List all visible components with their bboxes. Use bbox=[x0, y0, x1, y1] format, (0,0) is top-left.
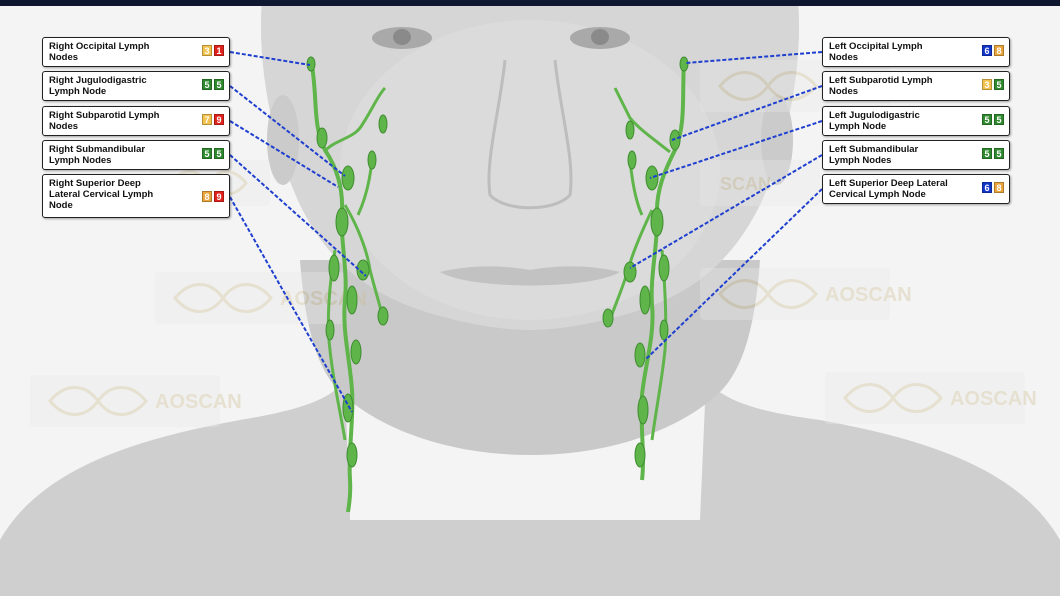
label-text: Left Superior Deep Lateral Cervical Lymp… bbox=[829, 178, 948, 200]
top-bar bbox=[0, 0, 1060, 6]
score-badges: 5 5 bbox=[202, 148, 224, 159]
label-text: Left Jugulodigastric Lymph Node bbox=[829, 110, 920, 132]
label-text: Right Jugulodigastric Lymph Node bbox=[49, 75, 147, 97]
score-badge: 3 bbox=[202, 45, 212, 56]
score-badge: 8 bbox=[994, 182, 1004, 193]
score-badge: 5 bbox=[994, 79, 1004, 90]
label-right-subparotid-lymph-nodes[interactable]: Right Subparotid Lymph Nodes 7 9 bbox=[42, 106, 230, 136]
score-badge: 1 bbox=[214, 45, 224, 56]
score-badge: 6 bbox=[982, 182, 992, 193]
right-ear bbox=[267, 95, 299, 185]
score-badge: 3 bbox=[982, 79, 992, 90]
score-badges: 3 5 bbox=[982, 79, 1004, 90]
score-badge: 9 bbox=[214, 191, 224, 202]
score-badge: 6 bbox=[982, 45, 992, 56]
score-badges: 8 9 bbox=[202, 191, 224, 202]
label-right-occipital-lymph-nodes[interactable]: Right Occipital Lymph Nodes 3 1 bbox=[42, 37, 230, 67]
svg-text:AOSCAN: AOSCAN bbox=[825, 284, 912, 306]
score-badge: 5 bbox=[994, 148, 1004, 159]
score-badge: 7 bbox=[202, 114, 212, 125]
label-text: Right Submandibular Lymph Nodes bbox=[49, 144, 145, 166]
label-text: Right Subparotid Lymph Nodes bbox=[49, 110, 159, 132]
label-text: Right Superior Deep Lateral Cervical Lym… bbox=[49, 178, 153, 211]
label-left-subparotid-lymph-nodes[interactable]: Left Subparotid Lymph Nodes 3 5 bbox=[822, 71, 1010, 101]
score-badges: 6 8 bbox=[982, 45, 1004, 56]
score-badge: 5 bbox=[214, 79, 224, 90]
label-text: Left Submandibular Lymph Nodes bbox=[829, 144, 918, 166]
score-badge: 5 bbox=[202, 148, 212, 159]
score-badges: 5 5 bbox=[982, 114, 1004, 125]
label-left-occipital-lymph-nodes[interactable]: Left Occipital Lymph Nodes 6 8 bbox=[822, 37, 1010, 67]
label-left-jugulodigastric-lymph-node[interactable]: Left Jugulodigastric Lymph Node 5 5 bbox=[822, 106, 1010, 136]
label-left-submandibular-lymph-nodes[interactable]: Left Submandibular Lymph Nodes 5 5 bbox=[822, 140, 1010, 170]
label-right-submandibular-lymph-nodes[interactable]: Right Submandibular Lymph Nodes 5 5 bbox=[42, 140, 230, 170]
score-badges: 5 5 bbox=[982, 148, 1004, 159]
label-text: Left Subparotid Lymph Nodes bbox=[829, 75, 933, 97]
score-badge: 5 bbox=[202, 79, 212, 90]
label-left-superior-deep-lateral-cervical-lymph-node[interactable]: Left Superior Deep Lateral Cervical Lymp… bbox=[822, 174, 1010, 204]
score-badge: 9 bbox=[214, 114, 224, 125]
label-text: Left Occipital Lymph Nodes bbox=[829, 41, 923, 63]
score-badges: 5 5 bbox=[202, 79, 224, 90]
svg-text:AOSCAN: AOSCAN bbox=[155, 391, 242, 413]
score-badges: 3 1 bbox=[202, 45, 224, 56]
label-right-superior-deep-lateral-cervical-lymph-node[interactable]: Right Superior Deep Lateral Cervical Lym… bbox=[42, 174, 230, 218]
label-right-jugulodigastric-lymph-node[interactable]: Right Jugulodigastric Lymph Node 5 5 bbox=[42, 71, 230, 101]
label-text: Right Occipital Lymph Nodes bbox=[49, 41, 149, 63]
score-badges: 7 9 bbox=[202, 114, 224, 125]
score-badge: 5 bbox=[982, 114, 992, 125]
svg-text:SCAN: SCAN bbox=[720, 174, 771, 194]
score-badge: 8 bbox=[202, 191, 212, 202]
score-badge: 5 bbox=[982, 148, 992, 159]
score-badges: 6 8 bbox=[982, 182, 1004, 193]
score-badge: 5 bbox=[994, 114, 1004, 125]
svg-text:AOSCAN: AOSCAN bbox=[950, 388, 1037, 410]
score-badge: 8 bbox=[994, 45, 1004, 56]
score-badge: 5 bbox=[214, 148, 224, 159]
